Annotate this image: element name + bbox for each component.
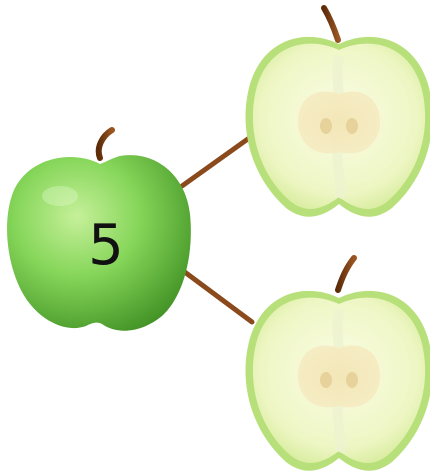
connector-bottom	[179, 267, 255, 325]
connector-top	[179, 133, 255, 189]
bottom-part-halved-apple-icon	[246, 255, 430, 471]
top-part-halved-apple-icon	[246, 5, 430, 217]
whole-value: 5	[88, 213, 124, 278]
whole-apple-icon	[7, 127, 191, 331]
